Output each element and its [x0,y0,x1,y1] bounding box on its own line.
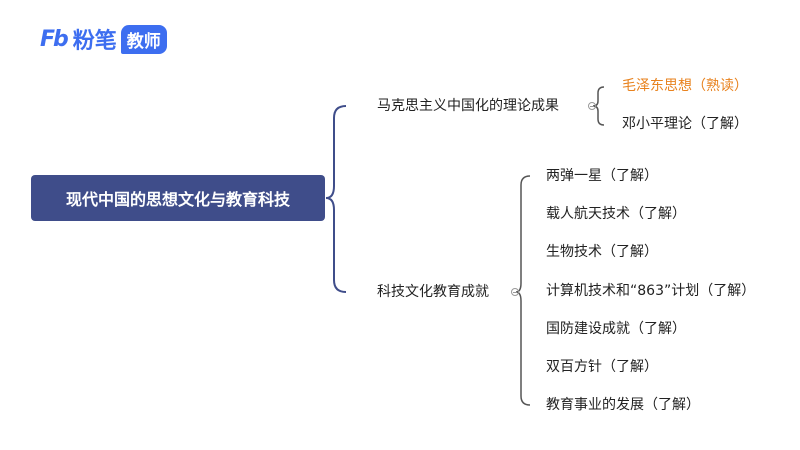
branch2-child-6[interactable]: 双百方针（了解） [546,359,658,375]
root-node[interactable]: 现代中国的思想文化与教育科技 [31,175,325,221]
branch1-label[interactable]: 马克思主义中国化的理论成果 [377,98,559,114]
branch2-child-4[interactable]: 计算机技术和“863”计划（了解） [546,283,756,299]
branch2-child-3[interactable]: 生物技术（了解） [546,244,658,260]
branch2-child-5[interactable]: 国防建设成就（了解） [546,321,686,337]
branch2-child-2[interactable]: 载人航天技术（了解） [546,206,686,222]
brand-tag: 教师 [120,24,167,54]
branch1-child-2[interactable]: 邓小平理论（了解） [622,116,748,132]
branch1-collapse-icon[interactable] [588,102,596,110]
branch1-child-1[interactable]: 毛泽东思想（熟读） [622,78,748,94]
brand-name: 粉笔 [72,29,117,54]
branch2-child-7[interactable]: 教育事业的发展（了解） [546,397,700,413]
root-brace [325,105,347,293]
branch2-collapse-icon[interactable] [511,288,519,296]
brand-logo: Fb 粉笔 教师 [40,24,167,54]
branch2-child-1[interactable]: 两弹一星（了解） [546,168,658,184]
fb-logo-icon: Fb [40,26,69,52]
branch2-label[interactable]: 科技文化教育成就 [377,284,489,300]
